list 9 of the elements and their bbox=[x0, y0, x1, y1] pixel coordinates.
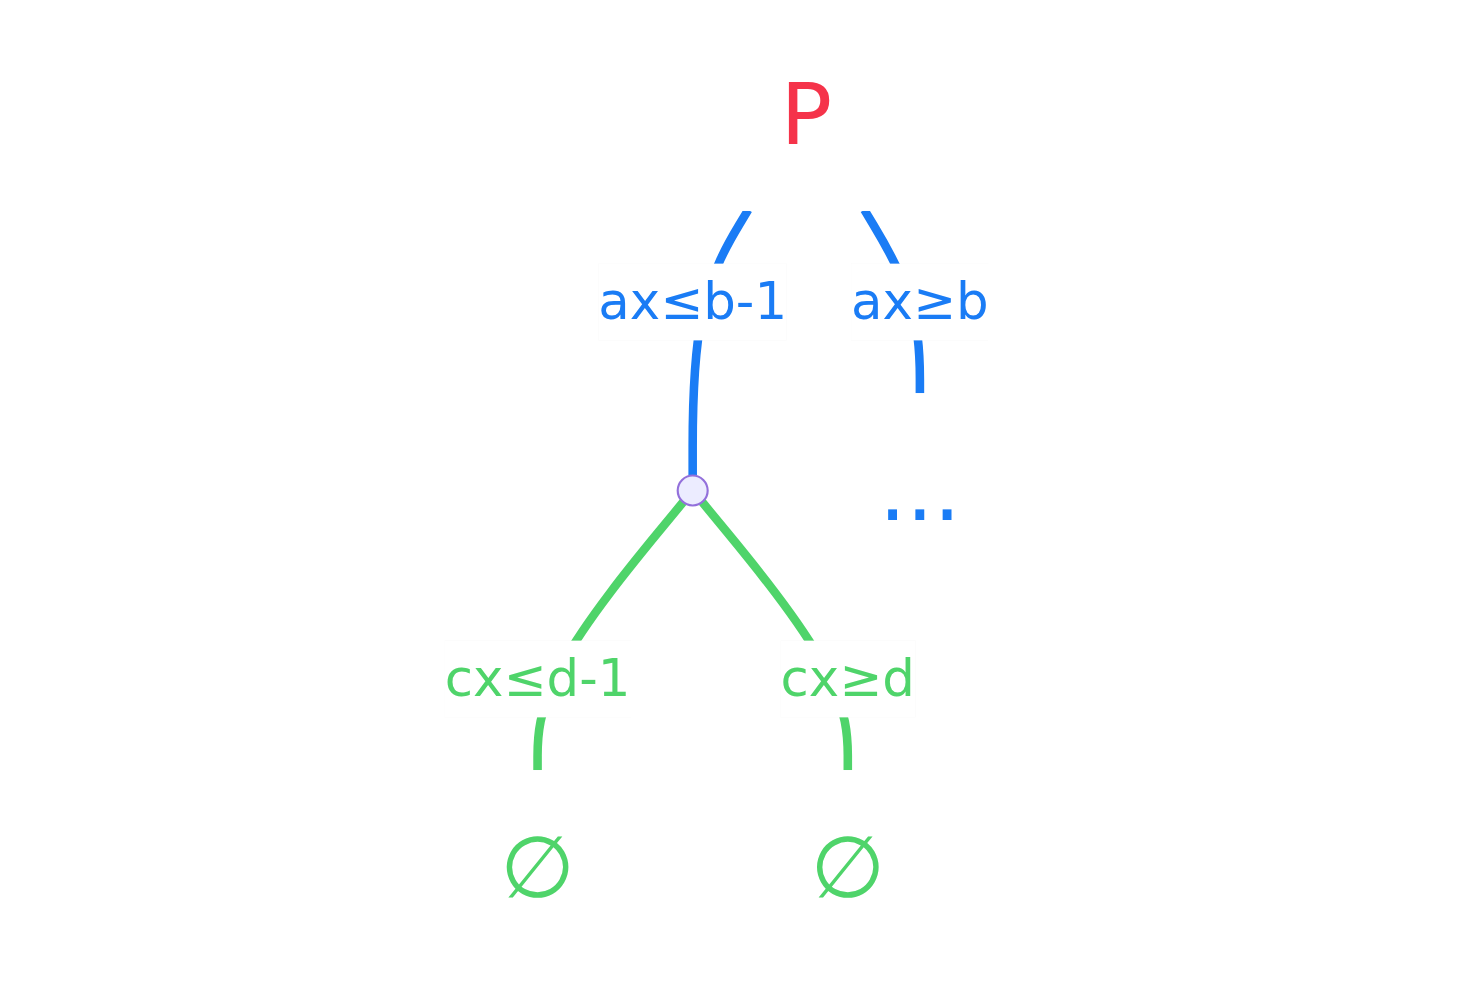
node-point bbox=[676, 474, 709, 507]
edge-label: ax≥b bbox=[851, 272, 989, 332]
edge-label: cx≤d-1 bbox=[444, 649, 631, 709]
edge-label: cx≥d bbox=[780, 649, 916, 709]
edge-label: ax≤b-1 bbox=[598, 272, 788, 332]
node-text: ∅ bbox=[810, 818, 886, 917]
node-text: ... bbox=[879, 441, 961, 540]
node-text: ∅ bbox=[500, 818, 575, 917]
node-text: P bbox=[780, 64, 833, 163]
